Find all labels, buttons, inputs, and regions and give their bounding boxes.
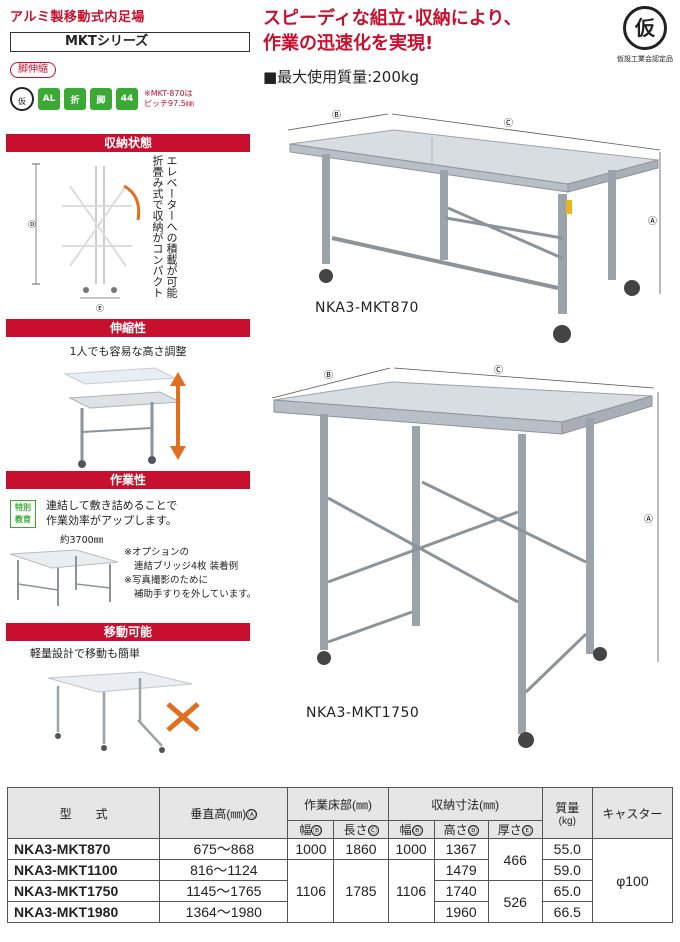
svg-text:Ⓒ: Ⓒ — [494, 365, 503, 376]
series-name: MKTシリーズ — [10, 32, 250, 52]
feature-chip: 脚伸縮 — [10, 62, 56, 78]
telescopic-leg-icon: 脚 — [90, 88, 112, 110]
folding-icon: 折 — [64, 88, 86, 110]
aluminum-icon: AL — [38, 88, 60, 110]
mkt870-product-image: Ⓑ Ⓒ Ⓐ — [287, 110, 661, 343]
svg-text:Ⓑ: Ⓑ — [332, 110, 341, 121]
pitch-icon: 44 — [116, 88, 138, 110]
storage-description: エレベーターへの積載が可能 折畳み式で収納がコンパクト — [151, 155, 178, 298]
model-label-mkt1750: NKA3-MKT1750 — [306, 705, 420, 721]
workability-notes: ※オプションの 連結ブリッジ4枚 装着例 ※写真撮影のために 補助手すりを外して… — [124, 547, 257, 600]
table-row: NKA3-MKT1980 1364～1980 1960 66.5 — [6, 901, 673, 923]
connected-length: 約3700㎜ — [60, 535, 104, 546]
spec-table: 型 式 垂直高(㎜)Ⓐ 作業床部(㎜) 収納寸法(㎜) 質量(kg) キャスター… — [6, 787, 674, 923]
section-title-telescopic: 伸縮性 — [6, 319, 250, 337]
th-storage: 収納寸法(㎜) — [387, 787, 543, 821]
pitch-note: ※MKT-870は ピッチ97.5㎜ — [144, 89, 194, 108]
mobility-description: 軽量設計で移動も簡単 — [30, 647, 140, 660]
mkt1750-product-image: Ⓑ Ⓒ Ⓐ — [271, 365, 659, 748]
svg-text:Ⓒ: Ⓒ — [504, 118, 513, 129]
connected-illustration — [9, 549, 119, 606]
headline: スピーディな組立･収納により、 作業の迅速化を実現! — [263, 8, 522, 54]
special-education-badge: 特別 教育 — [10, 500, 36, 528]
svg-text:Ⓓ: Ⓓ — [28, 220, 36, 229]
svg-text:Ⓐ: Ⓐ — [644, 514, 653, 525]
workability-description: 連結して敷き詰めることで 作業効率がアップします。 — [46, 499, 178, 527]
table-row: NKA3-MKT1100 816～1124 1106 1785 1106 147… — [6, 859, 673, 923]
th-mass: 質量(kg) — [541, 787, 593, 839]
table-row: NKA3-MKT870 675～868 1000 1860 1000 1367 … — [6, 838, 674, 923]
th-model: 型 式 — [6, 787, 161, 839]
mobility-illustration — [47, 671, 200, 753]
certification-mark: 仮 仮設工業会認定品 — [616, 6, 674, 64]
table-row: NKA3-MKT1750 1145～1765 1740 526 65.0 — [6, 880, 673, 923]
feature-icons: 仮 AL 折 脚 44 ※MKT-870は ピッチ97.5㎜ — [10, 86, 194, 112]
telescopic-description: 1人でも容易な高さ調整 — [69, 345, 187, 358]
section-title-workability: 作業性 — [6, 471, 250, 489]
section-title-mobility: 移動可能 — [6, 623, 250, 641]
model-label-mkt870: NKA3-MKT870 — [315, 300, 419, 316]
svg-text:Ⓑ: Ⓑ — [324, 370, 333, 381]
th-caster: キャスター — [591, 787, 674, 839]
section-title-storage: 収納状態 — [6, 134, 250, 152]
svg-text:Ⓔ: Ⓔ — [96, 304, 104, 313]
telescopic-illustration — [63, 367, 186, 468]
kari-cert-icon: 仮 — [10, 87, 34, 111]
cert-caption: 仮設工業会認定品 — [617, 55, 673, 63]
category-title: アルミ製移動式内足場 — [10, 10, 145, 25]
th-floor: 作業床部(㎜) — [287, 787, 389, 821]
kari-mark-icon: 仮 — [623, 6, 667, 50]
storage-illustration: Ⓓ Ⓔ — [28, 163, 141, 313]
th-vertical-height: 垂直高(㎜)Ⓐ — [159, 787, 289, 839]
svg-text:Ⓐ: Ⓐ — [648, 216, 657, 227]
max-load: ■最大使用質量:200kg — [263, 68, 420, 86]
